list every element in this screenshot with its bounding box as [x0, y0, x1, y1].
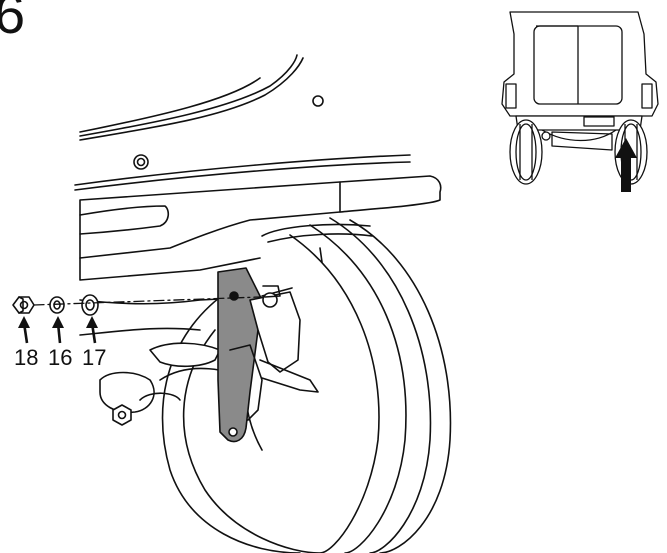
hitch-bracket — [217, 267, 319, 443]
panel-hole — [312, 95, 324, 107]
hex-bolt-head — [112, 404, 132, 426]
tire — [159, 217, 452, 553]
license-plate — [583, 116, 615, 127]
inset-rear-view — [501, 11, 659, 192]
assembly-centerline — [33, 296, 261, 306]
body-rivet — [133, 154, 149, 170]
flat-washer-17 — [81, 294, 99, 316]
frame-rail — [261, 223, 373, 263]
step-number: 6 — [0, 0, 26, 45]
lock-washer-16 — [49, 296, 65, 314]
callout-17: 17 — [82, 345, 107, 370]
nut-18 — [12, 296, 35, 314]
callout-arrows — [18, 316, 98, 344]
callout-18: 18 — [14, 345, 39, 370]
axle-housing — [79, 297, 241, 414]
inset-tire-left — [509, 119, 543, 185]
body-panel — [74, 54, 411, 191]
callout-16: 16 — [48, 345, 73, 370]
rear-bumper — [79, 175, 442, 281]
inset-locator-arrow — [615, 138, 637, 192]
